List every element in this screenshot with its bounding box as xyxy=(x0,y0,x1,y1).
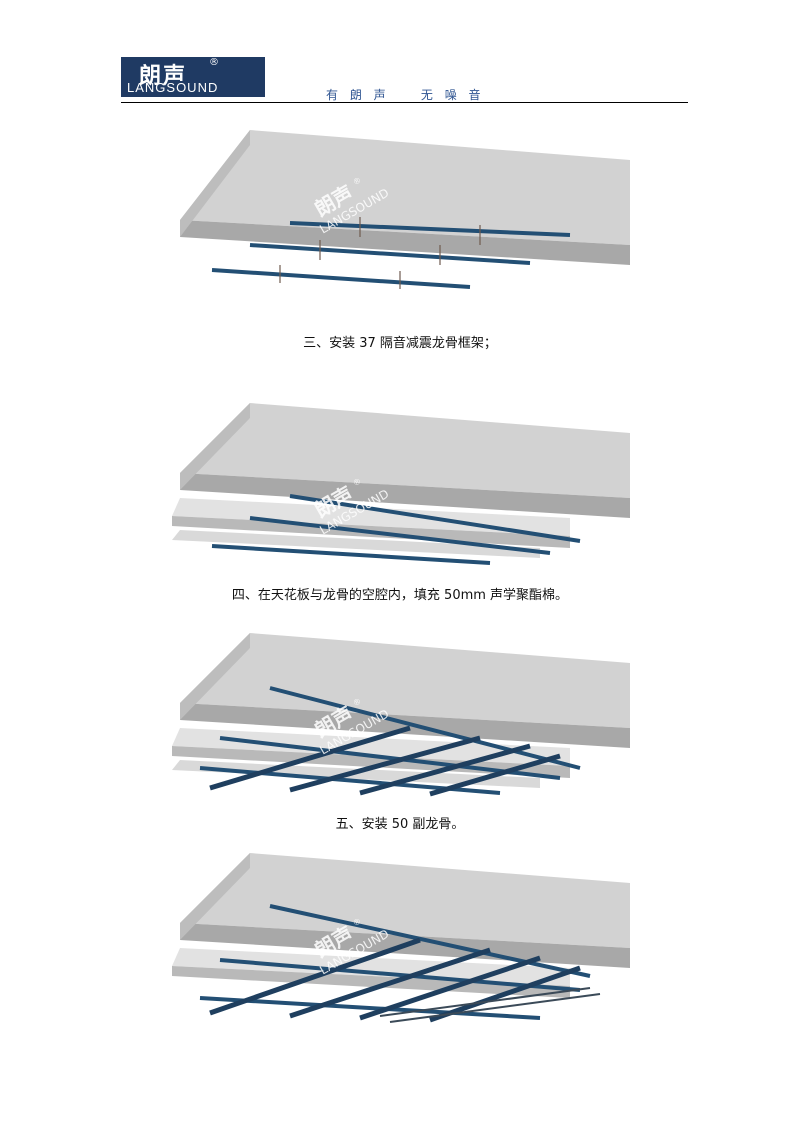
caption-step-5: 五、安装 50 副龙骨。 xyxy=(335,817,465,832)
ceiling-illustration: 朗声 LANGSOUND ® xyxy=(172,633,630,797)
figure-step-6: 朗声 LANGSOUND ® xyxy=(160,848,640,1028)
logo-chinese: 朗声 xyxy=(139,64,188,89)
caption-step-4: 四、在天花板与龙骨的空腔内，填充 50mm 声学聚酯棉。 xyxy=(231,588,569,603)
figure-step-5: 朗声 LANGSOUND ® xyxy=(160,628,640,800)
figure-step-3: 朗声 LANGSOUND ® xyxy=(160,125,640,300)
watermark-reg: ® xyxy=(351,476,362,488)
ceiling-illustration: 朗声 LANGSOUND ® xyxy=(172,853,630,1023)
watermark-reg: ® xyxy=(351,916,362,928)
caption-step-3: 三、安装 37 隔音减震龙骨框架； xyxy=(303,336,497,351)
logo-english: LANGSOUND xyxy=(127,80,219,95)
brand-logo: 朗声 ® LANGSOUND xyxy=(121,57,265,97)
watermark-reg: ® xyxy=(351,696,362,708)
header-divider xyxy=(121,102,688,103)
figure-step-4: 朗声 LANGSOUND ® xyxy=(160,398,640,573)
logo-registered-mark: ® xyxy=(209,57,219,68)
header-slogan: 有 朗 声 无 噪 音 xyxy=(326,88,485,102)
ceiling-illustration: 朗声 LANGSOUND ® xyxy=(180,130,630,289)
watermark-reg: ® xyxy=(351,175,362,187)
ceiling-illustration: 朗声 LANGSOUND ® xyxy=(172,403,630,565)
